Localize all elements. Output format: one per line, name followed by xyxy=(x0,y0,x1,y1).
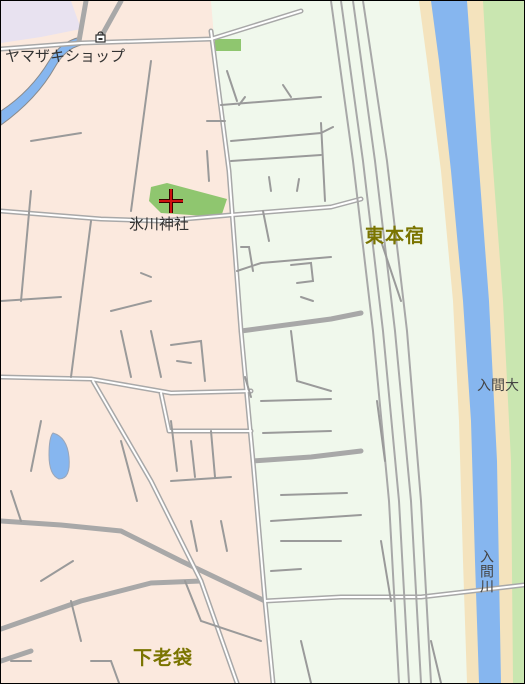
river-label-vertical: 入間川 xyxy=(478,549,494,594)
district-label-east: 東本宿 xyxy=(365,225,426,247)
crosshair-icon xyxy=(157,187,185,215)
store-icon[interactable] xyxy=(95,31,106,43)
pond xyxy=(48,432,70,480)
shrine-label[interactable]: 氷川神社 xyxy=(129,215,190,233)
river-label-right: 入間大 xyxy=(477,378,519,394)
district-label-south: 下老袋 xyxy=(133,647,194,669)
park-small xyxy=(215,39,241,51)
shop-label[interactable]: ヤマザキショップ xyxy=(5,47,126,65)
zone-top-left xyxy=(1,1,81,43)
river xyxy=(431,1,501,683)
shrine-park xyxy=(149,183,227,217)
